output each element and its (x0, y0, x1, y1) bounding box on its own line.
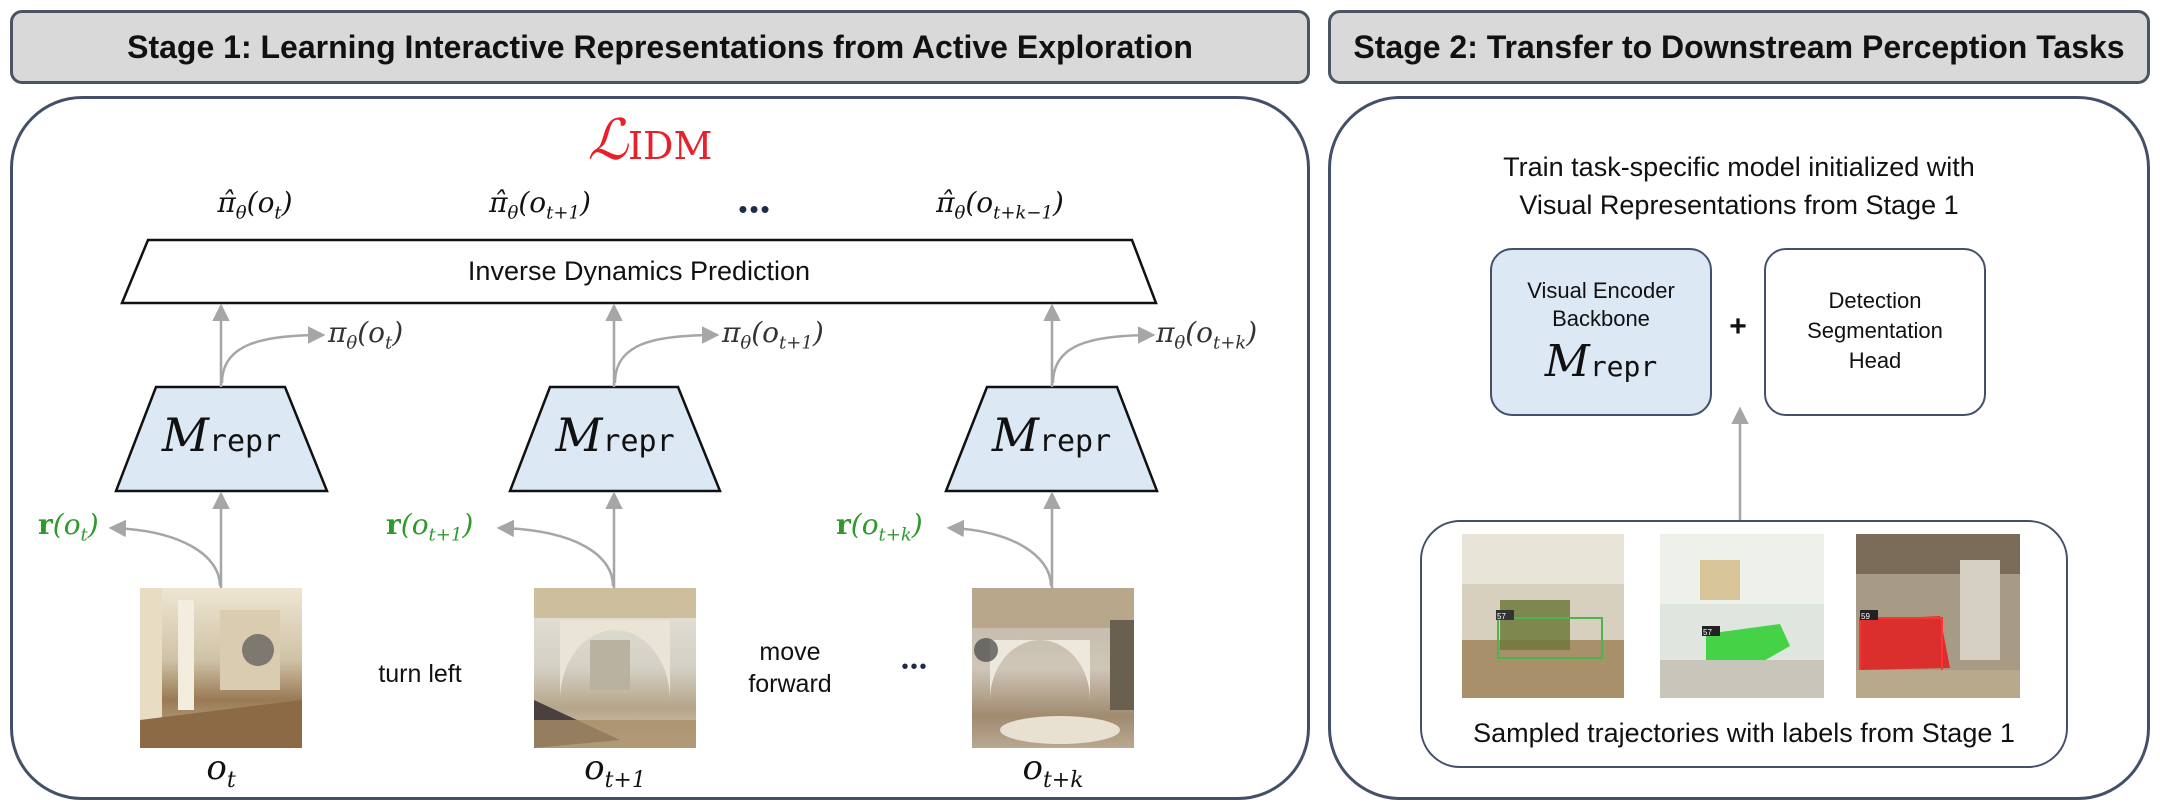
arrow-img1-reward (108, 519, 222, 587)
encoder-trapezoid-1 (114, 385, 329, 493)
arrow-img3-reward (946, 519, 1053, 587)
prediction-ellipsis: ••• (738, 194, 772, 224)
action-turn-left: turn left (378, 660, 462, 688)
observation-ellipsis: ••• (901, 656, 929, 678)
observation-label-1: ot (206, 748, 236, 793)
stage1-header: Stage 1: Learning Interactive Representa… (10, 10, 1310, 84)
policy-1: πθ(ot) (328, 316, 404, 354)
stage2-encoder-line2: Backbone (1552, 306, 1650, 331)
observation-label-2: ot+1 (584, 748, 646, 793)
encoder-label-2: Mrepr (555, 408, 675, 462)
observation-image-1 (140, 588, 302, 748)
action-move-forward: move forward (748, 638, 832, 698)
sample-image-1: 57 (1462, 534, 1624, 698)
loss-subscript: IDM (627, 124, 713, 168)
prediction-2: π̂θ(ot+1) (489, 186, 591, 224)
observation-label-3: ot+k (1022, 748, 1084, 793)
stage1-title: Stage 1: Learning Interactive Representa… (127, 28, 1193, 65)
idp-label: Inverse Dynamics Prediction (467, 256, 811, 286)
sample-image-3: 59 (1856, 534, 2020, 698)
encoder-label-3: Mrepr (991, 408, 1112, 462)
arrow-enc1-policy (220, 326, 326, 384)
reward-2: r(ot+1) (386, 508, 474, 546)
sample-tag-2: 57 (1703, 628, 1712, 637)
stage2-description: Train task-specific model initialized wi… (1350, 148, 2128, 224)
reward-1: r(ot) (38, 508, 99, 546)
sample-tag-1: 57 (1497, 612, 1506, 621)
loss-label: ℒIDM (560, 108, 740, 173)
policy-3: πθ(ot+k) (1156, 316, 1258, 354)
stage2-encoder-symbol: Mrepr (1544, 336, 1658, 387)
stage2-head-line3: Head (1848, 348, 1902, 373)
encoder-label-1: Mrepr (161, 408, 282, 462)
arrow-enc2-policy (613, 326, 720, 384)
prediction-3: π̂θ(ot+k−1) (936, 186, 1064, 224)
stage2-desc-line1: Train task-specific model initialized wi… (1503, 152, 1975, 182)
sample-image-2: 57 (1660, 534, 1824, 698)
loss-symbol: ℒ (587, 108, 628, 173)
sample-tag-3: 59 (1861, 612, 1870, 621)
reward-3: r(ot+k) (836, 508, 923, 546)
observation-image-2 (534, 588, 696, 748)
arrow-img2-reward (496, 519, 615, 587)
stage2-title: Stage 2: Transfer to Downstream Percepti… (1353, 28, 2125, 65)
plus-sign: + (1729, 310, 1747, 343)
encoder-trapezoid-3 (944, 385, 1159, 493)
stage2-header: Stage 2: Transfer to Downstream Percepti… (1328, 10, 2150, 84)
prediction-1: π̂θ(ot) (217, 186, 293, 224)
stage2-encoder-line1: Visual Encoder (1527, 278, 1675, 303)
stage2-head-line1: Detection (1828, 288, 1922, 313)
observation-image-3 (972, 588, 1134, 748)
stage2-head-line2: Segmentation (1807, 318, 1943, 343)
idp-trapezoid (120, 238, 1158, 305)
stage2-arrow (1731, 406, 1749, 520)
stage2-desc-line2: Visual Representations from Stage 1 (1519, 190, 1959, 220)
policy-2: πθ(ot+1) (722, 316, 824, 354)
samples-caption: Sampled trajectories with labels from St… (1473, 718, 2015, 748)
stage2-encoder-box: Visual Encoder Backbone Mrepr (1490, 248, 1712, 416)
encoder-trapezoid-2 (508, 385, 722, 493)
stage2-head-box: Detection Segmentation Head (1764, 248, 1986, 416)
arrow-enc3-policy (1051, 326, 1156, 384)
